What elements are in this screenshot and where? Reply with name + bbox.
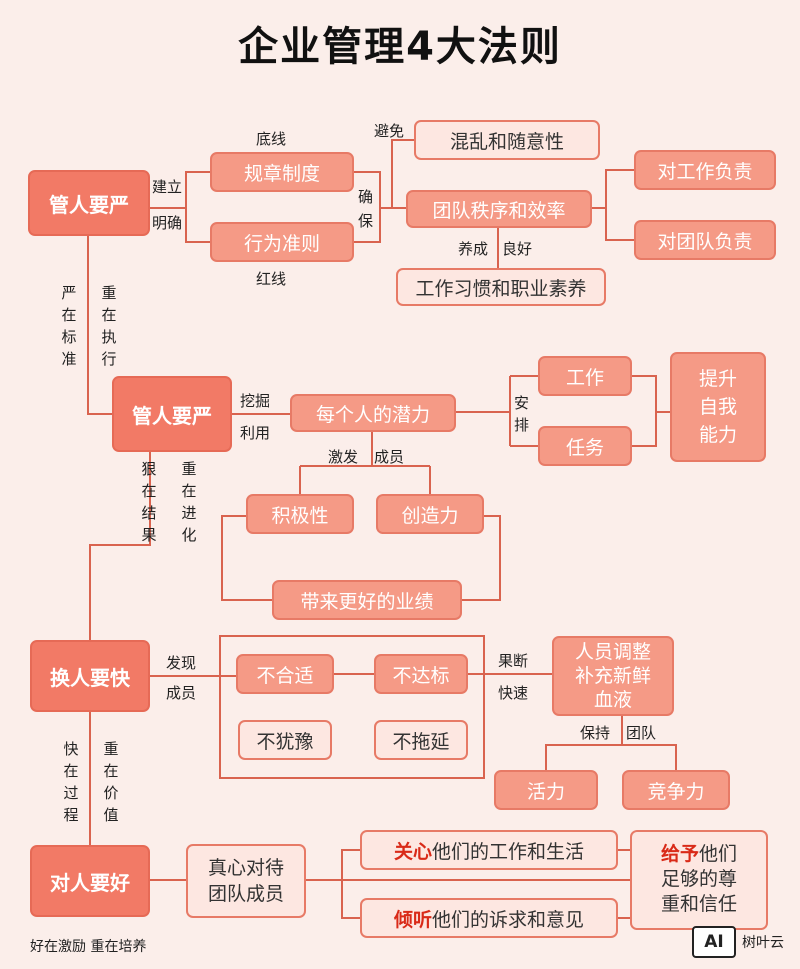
node-sincere: 真心对待 团队成员 [186,844,306,918]
line-renyuan-jingzheng [622,744,677,770]
line-spine-2 [89,452,151,640]
label-yan-zai-biaozhun: 严在标准 [61,284,77,368]
label-zhong-zai-jinhua: 重在进化 [181,460,197,544]
footer-note: 好在激励 重在培养 [30,939,147,955]
node-vitality: 活力 [494,770,598,810]
node-guan-ren-yao-yan-1: 管人要严 [28,170,150,236]
label-wajue: 挖掘 [240,392,271,410]
label-chengyuan-1: 成员 [374,448,405,466]
label-jianli: 建立 [152,178,183,196]
node-work: 工作 [538,356,632,396]
node-task: 任务 [538,426,632,466]
node-care: 关心他们的工作和生活 [360,830,618,870]
label-lianghao: 良好 [502,240,533,258]
watermark-text: 树叶云 [742,935,784,951]
label-jifa: 激发 [328,448,359,466]
label-guoduan: 果断 [498,652,529,670]
label-faxian: 发现 [166,654,197,672]
highlight-give: 给予 [660,843,699,865]
node-dui-ren-yao-hao: 对人要好 [30,845,150,917]
line-jiji-yeji [221,515,272,601]
node-initiative: 积极性 [246,494,354,534]
label-baochi: 保持 [580,724,611,742]
node-team-order: 团队秩序和效率 [406,190,592,228]
line-bimian-hunluan [391,139,414,208]
watermark-logo: AI [692,926,736,958]
highlight-care: 关心 [393,840,432,863]
line-bracket-que-bao [354,171,381,243]
label-kuaisu: 快速 [498,684,529,702]
node-no-hesitation: 不犹豫 [238,720,332,760]
node-performance: 带来更好的业绩 [272,580,462,620]
node-responsible-team: 对团队负责 [634,220,776,260]
label-chengyuan-2: 成员 [166,684,197,702]
node-respect: 给予他们 足够的尊 重和信任 [630,830,768,930]
node-guan-ren-yao-yan-2: 管人要严 [112,376,232,452]
line-tuandui-duigongzuo [592,169,634,209]
line-anpai-items [510,375,538,447]
line-jifa-items [299,466,431,494]
label-que: 确 [358,188,374,206]
text-listen: 他们的诉求和意见 [432,908,585,931]
text-respect: 他们 足够的尊 重和信任 [660,843,738,915]
node-conduct: 行为准则 [210,222,354,262]
node-unsuitable: 不合适 [236,654,334,694]
node-chaos: 混乱和随意性 [414,120,600,160]
page-title: 企业管理4大法则 [238,24,562,70]
label-tuandui: 团队 [626,724,657,742]
label-kuai-zai-guocheng: 快在过程 [63,740,79,824]
node-listen: 倾听他们的诉求和意见 [360,898,618,938]
node-responsible-work: 对工作负责 [634,150,776,190]
node-no-delay: 不拖延 [374,720,468,760]
node-rules: 规章制度 [210,152,354,192]
highlight-listen: 倾听 [393,908,432,931]
label-bimian: 避免 [374,122,405,140]
node-staff-adjust: 人员调整 补充新鲜 血液 [552,636,674,716]
label-dixian: 底线 [256,130,287,148]
line-spine-1 [87,236,112,415]
label-yangcheng: 养成 [458,240,489,258]
node-competitiveness: 竞争力 [622,770,730,810]
label-bao: 保 [358,212,374,230]
node-substandard: 不达标 [374,654,468,694]
label-mingque: 明确 [152,214,183,232]
node-potential: 每个人的潜力 [290,394,456,432]
line-tasks-bracket [632,375,657,447]
line-chuangzao-yeji [462,515,501,601]
label-zhong-zai-jiazhi: 重在价值 [103,740,119,824]
label-pai: 排 [514,416,530,434]
line-huan-frame [219,635,485,779]
label-hen-zai-jieguo: 狠在结果 [141,460,157,544]
watermark: AI 树叶云 [692,926,784,958]
node-self-improve: 提升 自我 能力 [670,352,766,462]
label-zhong-zai-zhixing: 重在执行 [101,284,117,368]
node-work-habits: 工作习惯和职业素养 [396,268,606,306]
node-creativity: 创造力 [376,494,484,534]
text-care: 他们的工作和生活 [432,840,585,863]
line-tuandui-duituandui [605,208,634,241]
line-guan1-guizhang [150,171,210,209]
line-zhenxin-branches [341,849,360,919]
node-huan-ren-yao-kuai: 换人要快 [30,640,150,712]
label-hongxian: 红线 [256,270,287,288]
line-branches-jiyu [618,849,630,919]
label-an: 安 [514,394,530,412]
label-liyong: 利用 [240,424,271,442]
line-renyuan-huoli [545,716,623,770]
line-guan1-xingwei [185,208,210,243]
